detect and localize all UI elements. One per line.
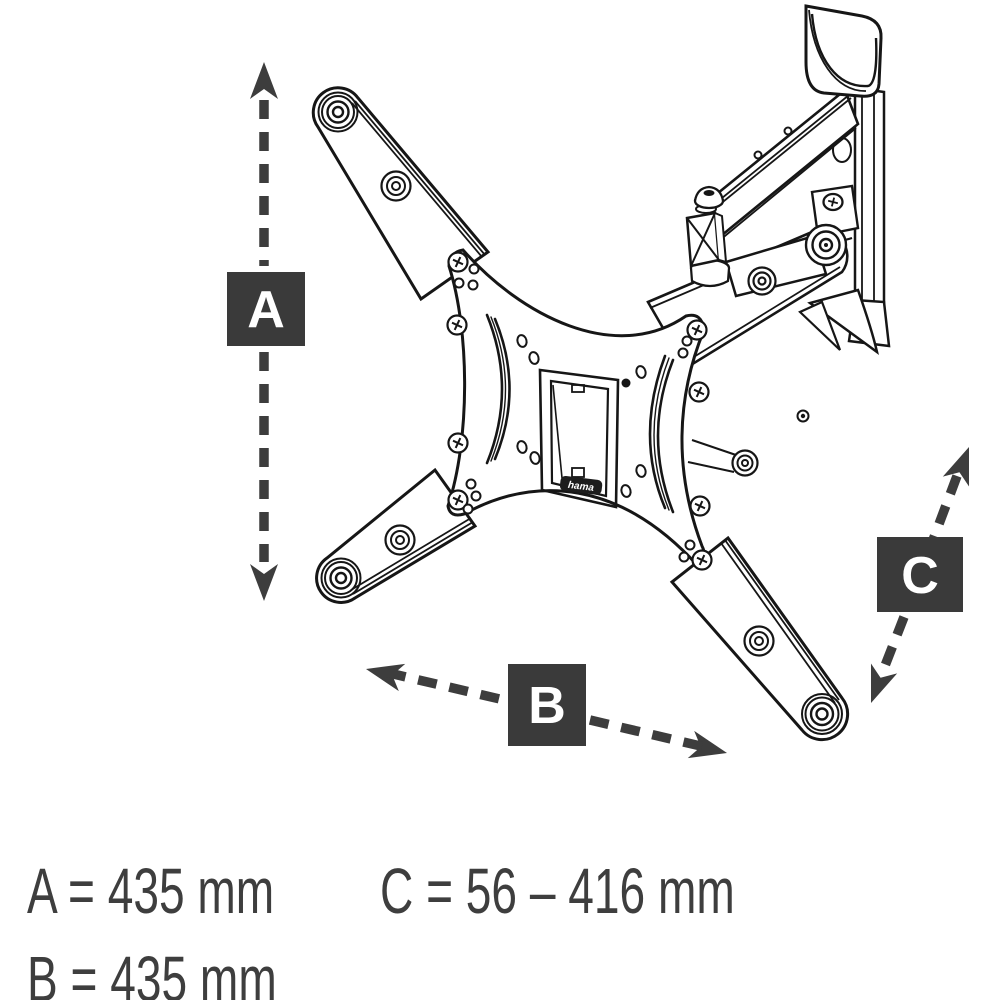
vesa-arm-top-left [311,86,491,302]
arm-grommet [380,170,412,202]
label-box-a [227,272,305,346]
vesa-arm-bottom-right [669,535,850,742]
tilt-pivot [687,439,759,477]
label-b: B [528,677,566,735]
label-c: C [901,547,939,605]
dimension-arrow-a: A [227,62,305,601]
elbow-bolt [693,185,725,210]
vesa-plate: hama [446,248,759,571]
arm-hole [753,150,763,160]
brand-logo-text: hama [567,480,595,494]
label-box-c [877,537,963,612]
link-grommet [747,266,777,296]
elbow-joint [685,185,731,288]
arm-grommet [743,625,775,657]
label-box-b [508,664,586,746]
curved-slot-left [485,313,511,465]
curved-slot-right [648,354,675,514]
brand-logo: hama [559,475,603,495]
wall-pivot-screw [822,192,844,212]
dimension-value-b: B = 435 mm [27,943,277,1000]
wall-plate-top-cap [804,4,883,98]
arm-grommet [384,524,416,556]
center-opening [538,368,620,509]
wall-pivot [804,223,848,267]
wall-plate-gusset [807,288,879,355]
dimension-arrow-b: B [362,655,731,767]
alignment-dot [621,378,631,388]
dimension-value-a: A = 435 mm [27,855,275,927]
label-a: A [247,281,285,339]
dimension-arrow-c: C [857,442,983,708]
wall-plate [798,86,891,355]
dimension-value-c: C = 56 – 416 mm [380,855,735,927]
arm-hole [783,126,793,136]
vesa-arm-bottom-left [315,467,478,604]
link-bar [724,184,860,298]
